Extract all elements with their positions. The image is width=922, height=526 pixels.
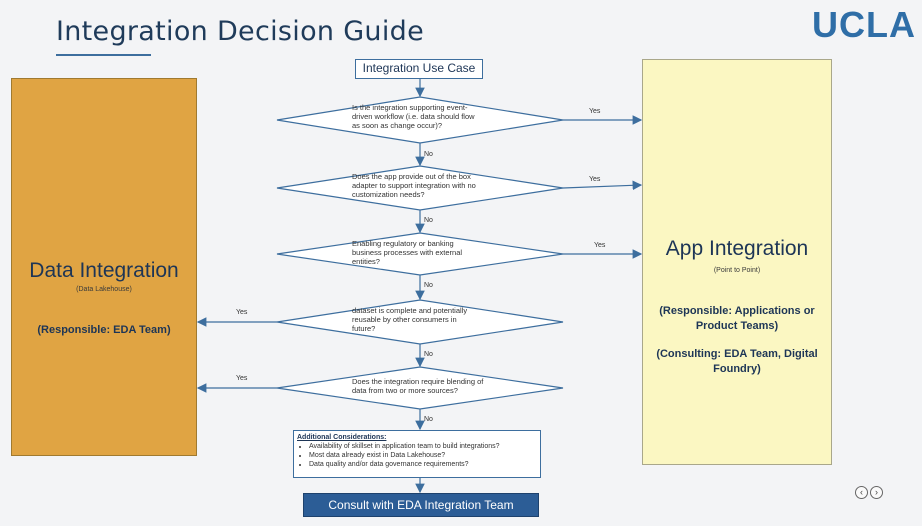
question-5: Does the integration require blending of… <box>352 377 484 395</box>
q3-yes-label: Yes <box>594 242 606 249</box>
data-integration-box: Data Integration (Data Lakehouse) (Respo… <box>11 78 197 456</box>
decision-diamond-5 <box>276 366 564 410</box>
app-integration-responsible: (Responsible: Applications or Product Te… <box>659 305 815 332</box>
data-integration-title: Data Integration <box>29 259 179 282</box>
consideration-item: Most data already exist in Data Lakehous… <box>309 451 537 460</box>
q2-no-label: No <box>424 217 433 224</box>
consideration-item: Data quality and/or data governance requ… <box>309 460 537 469</box>
ucla-logo: UCLA <box>812 4 916 45</box>
question-1: Is the integration supporting event-driv… <box>352 103 475 130</box>
q4-yes-label: Yes <box>236 309 248 316</box>
q2-yes-label: Yes <box>589 176 601 183</box>
app-integration-subtitle: (Point to Point) <box>713 267 761 274</box>
app-integration-consulting: (Consulting: EDA Team, Digital Foundry) <box>656 348 818 375</box>
title-underline <box>56 54 151 56</box>
question-2: Does the app provide out of the box adap… <box>352 172 476 199</box>
flow-arrows <box>196 79 643 494</box>
decision-diamonds <box>276 96 564 410</box>
data-integration-subtitle: (Data Lakehouse) <box>76 286 132 293</box>
chevron-left-icon[interactable]: ‹ <box>855 486 868 499</box>
q1-no-label: No <box>424 151 433 158</box>
decision-diamond-4 <box>276 299 564 345</box>
considerations-heading: Additional Considerations: <box>297 434 387 441</box>
page-title: Integration Decision Guide <box>56 16 424 47</box>
question-4: dataset is complete and potentially reus… <box>352 306 468 333</box>
consideration-item: Availability of skillset in application … <box>309 442 537 451</box>
arrow-q2-yes <box>562 180 643 191</box>
integration-use-case-box: Integration Use Case <box>355 59 483 79</box>
q1-yes-label: Yes <box>589 108 601 115</box>
app-integration-box: App Integration (Point to Point) (Respon… <box>642 59 832 465</box>
q3-no-label: No <box>424 282 433 289</box>
question-3: Enabling regulatory or banking business … <box>352 239 463 266</box>
q5-yes-label: Yes <box>236 375 248 382</box>
data-integration-responsible: (Responsible: EDA Team) <box>37 324 171 336</box>
chevron-right-icon[interactable]: › <box>870 486 883 499</box>
q5-no-label: No <box>424 416 433 423</box>
consult-eda-team-box: Consult with EDA Integration Team <box>303 493 539 517</box>
additional-considerations-box: Additional Considerations: Availability … <box>293 430 541 478</box>
app-integration-title: App Integration <box>665 237 809 260</box>
q4-no-label: No <box>424 351 433 358</box>
